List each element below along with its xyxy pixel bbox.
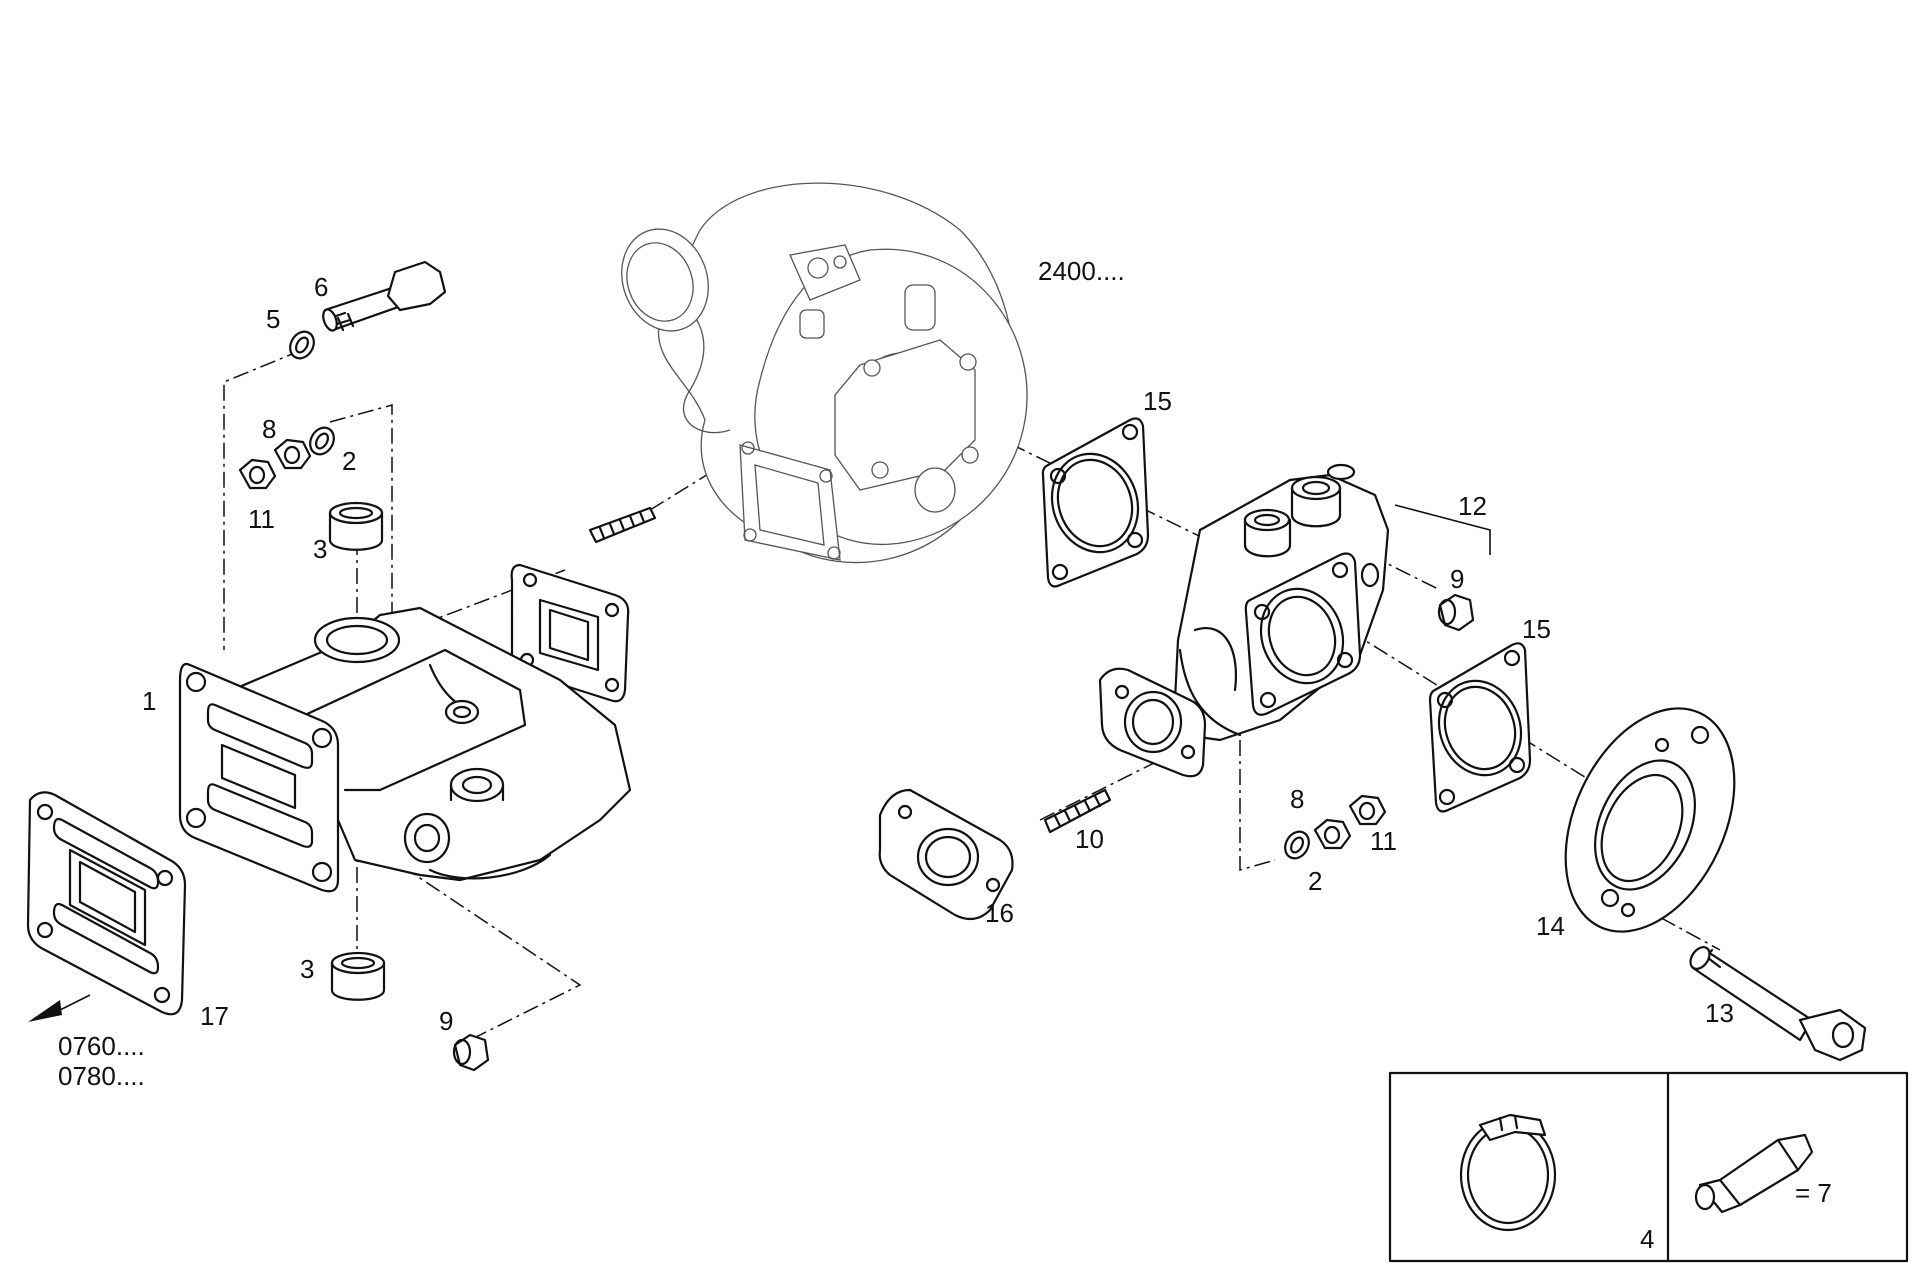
reference-0760: 0760.... xyxy=(58,1031,145,1061)
reference-turbo: 2400.... xyxy=(1038,256,1125,286)
callout-13: 13 xyxy=(1705,998,1734,1028)
sealant-tube-icon xyxy=(1694,1133,1814,1214)
callout-11-right: 11 xyxy=(1370,826,1397,856)
callout-6: 6 xyxy=(314,272,328,302)
callout-labels: 1 2 2 3 3 4 5 6 = 7 8 8 9 9 10 11 11 12 … xyxy=(58,256,1832,1254)
inset-box xyxy=(1388,1071,1909,1263)
callout-2-right: 2 xyxy=(1308,866,1322,896)
callout-16: 16 xyxy=(985,898,1014,928)
gasket-part-15-upper xyxy=(1041,417,1150,588)
callout-8-right: 8 xyxy=(1290,784,1304,814)
callout-2-left: 2 xyxy=(342,446,356,476)
washer-part-5 xyxy=(289,330,315,360)
nut-part-8-right xyxy=(1313,818,1352,850)
callout-3-top: 3 xyxy=(313,534,327,564)
turbocharger-outline xyxy=(621,182,1028,564)
flange-part-16 xyxy=(878,788,1014,921)
stud-upper xyxy=(588,506,657,544)
stud-part-10 xyxy=(1043,788,1112,834)
washer-part-2-right xyxy=(1284,830,1310,860)
arrow-left-down-icon xyxy=(28,994,91,1022)
callout-7: = 7 xyxy=(1795,1178,1832,1208)
gasket-left-small xyxy=(510,563,630,703)
callout-9-right: 9 xyxy=(1450,564,1464,594)
bushing-part-3-bottom xyxy=(330,951,386,1001)
gasket-part-15-lower xyxy=(1428,642,1532,813)
callout-4: 4 xyxy=(1640,1224,1654,1254)
nut-part-9-right xyxy=(1437,593,1475,632)
ring-flange-part-14 xyxy=(1564,707,1736,933)
callout-10: 10 xyxy=(1075,824,1104,854)
callout-15-upper: 15 xyxy=(1143,386,1172,416)
gasket-part-17 xyxy=(26,791,187,1016)
reference-0780: 0780.... xyxy=(58,1061,145,1091)
nut-part-9-left xyxy=(452,1033,490,1072)
manifold-part-1 xyxy=(178,606,632,893)
callout-8-left: 8 xyxy=(262,414,276,444)
elbow-flange xyxy=(1098,667,1207,778)
bolt-part-6 xyxy=(322,260,447,332)
callout-11-left: 11 xyxy=(248,504,275,534)
callout-17: 17 xyxy=(200,1001,229,1031)
nut-part-11-left xyxy=(238,458,277,490)
nut-part-8-left xyxy=(273,438,312,470)
callout-14: 14 xyxy=(1536,911,1565,941)
callout-12: 12 xyxy=(1458,491,1487,521)
callout-9-left: 9 xyxy=(439,1006,453,1036)
callout-15-lower: 15 xyxy=(1522,614,1551,644)
washer-part-2-left xyxy=(309,426,335,456)
callout-5: 5 xyxy=(266,304,280,334)
nut-part-11-right xyxy=(1348,794,1387,826)
hose-clamp-icon xyxy=(1459,1113,1557,1232)
callout-3-bottom: 3 xyxy=(300,954,314,984)
bolt-part-13 xyxy=(1689,946,1867,1062)
bushing-part-3-top xyxy=(328,501,384,551)
pipe-part-12 xyxy=(1173,463,1390,742)
callout-1: 1 xyxy=(142,686,156,716)
